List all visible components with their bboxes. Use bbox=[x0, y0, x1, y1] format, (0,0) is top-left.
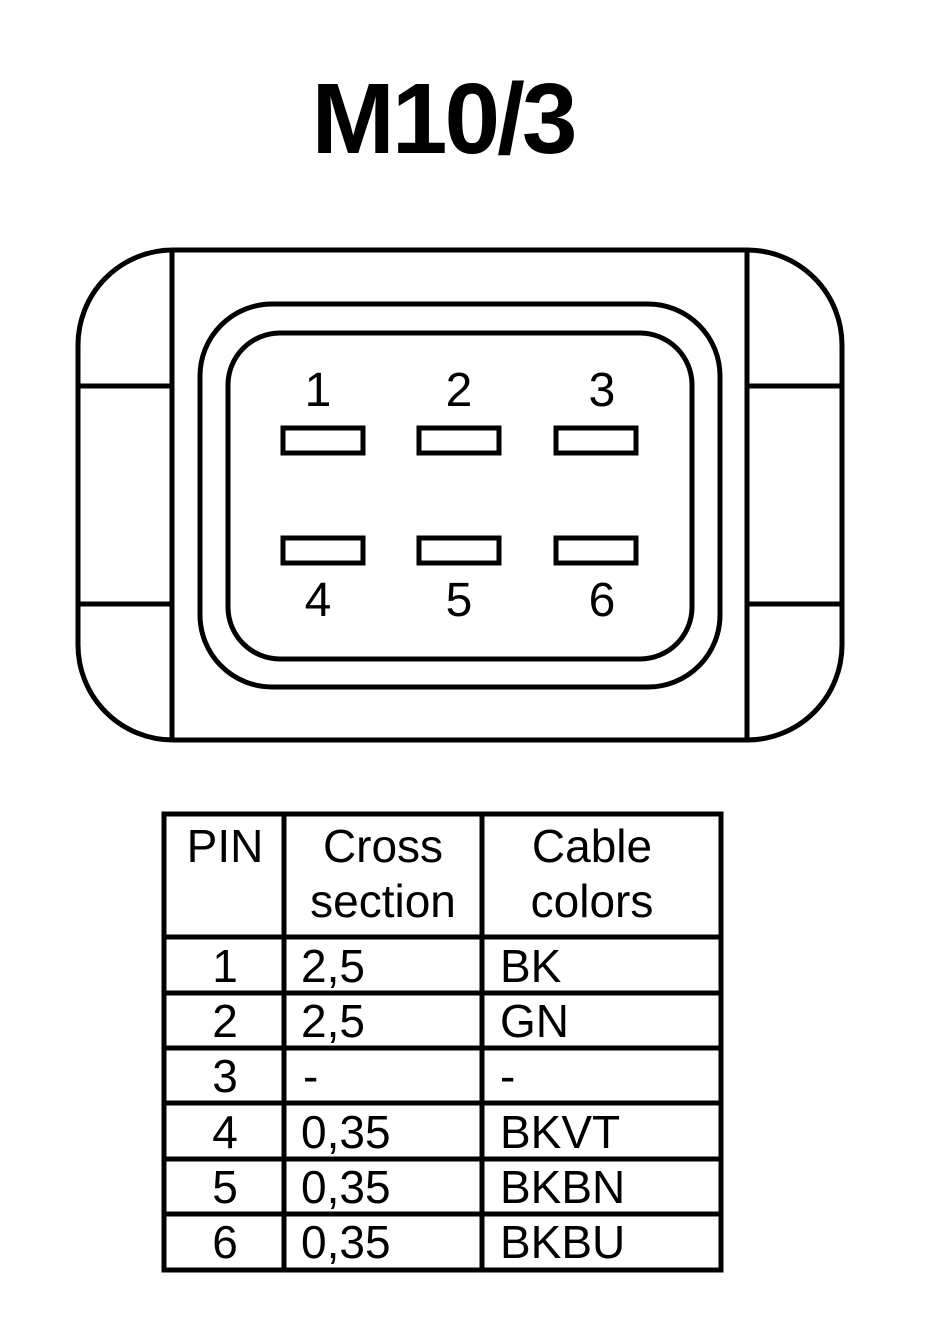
row-4-pin: 4 bbox=[212, 1106, 238, 1158]
header-cross-line-2: section bbox=[310, 875, 456, 927]
pin-contact-6 bbox=[553, 535, 639, 566]
pin-label-6: 6 bbox=[589, 574, 616, 627]
pin-label-2: 2 bbox=[446, 364, 473, 417]
pin-label-5: 5 bbox=[446, 574, 473, 627]
pin-contact-2 bbox=[416, 425, 502, 456]
row-1-cable-color: BK bbox=[500, 940, 562, 992]
pin-contact-4 bbox=[280, 535, 366, 566]
table-grid bbox=[161, 811, 724, 1273]
pin-label-3: 3 bbox=[589, 364, 616, 417]
row-2-cross-section: 2,5 bbox=[301, 995, 365, 1047]
housing-outline bbox=[75, 247, 845, 743]
header-cable-line-2: colors bbox=[531, 875, 654, 927]
diagram-title: M10/3 bbox=[312, 63, 575, 175]
pin-contact-5 bbox=[416, 535, 502, 566]
row-6-pin: 6 bbox=[212, 1216, 238, 1268]
row-1-pin: 1 bbox=[212, 940, 238, 992]
row-1-cross-section: 2,5 bbox=[301, 940, 365, 992]
pin-label-4: 4 bbox=[305, 574, 332, 627]
connector-housing bbox=[75, 247, 845, 743]
pin-contact-3 bbox=[553, 425, 639, 456]
row-5-cable-color: BKBN bbox=[500, 1161, 625, 1213]
header-cross-line-1: Cross bbox=[323, 820, 443, 872]
row-3-cross-section: - bbox=[303, 1050, 318, 1102]
row-5-pin: 5 bbox=[212, 1161, 238, 1213]
row-6-cross-section: 0,35 bbox=[301, 1216, 391, 1268]
row-2-pin: 2 bbox=[212, 995, 238, 1047]
table-border bbox=[161, 811, 724, 1273]
row-4-cable-color: BKVT bbox=[500, 1106, 620, 1158]
row-4-cross-section: 0,35 bbox=[301, 1106, 391, 1158]
pin-contacts bbox=[280, 425, 639, 566]
row-3-cable-color: - bbox=[500, 1050, 515, 1102]
row-6-cable-color: BKBU bbox=[500, 1216, 625, 1268]
header-cable-line-1: Cable bbox=[532, 820, 652, 872]
row-5-cross-section: 0,35 bbox=[301, 1161, 391, 1213]
pin-labels: 1 2 3 4 5 6 bbox=[305, 364, 616, 627]
socket-outer-frame bbox=[197, 301, 723, 690]
row-3-pin: 3 bbox=[212, 1050, 238, 1102]
header-pin: PIN bbox=[187, 820, 264, 872]
socket-inner-frame bbox=[225, 330, 695, 662]
pin-table: PIN Cross section Cable colors 1 2,5 BK … bbox=[161, 811, 724, 1273]
pin-label-1: 1 bbox=[305, 364, 332, 417]
row-2-cable-color: GN bbox=[500, 995, 569, 1047]
pin-contact-1 bbox=[280, 425, 366, 456]
